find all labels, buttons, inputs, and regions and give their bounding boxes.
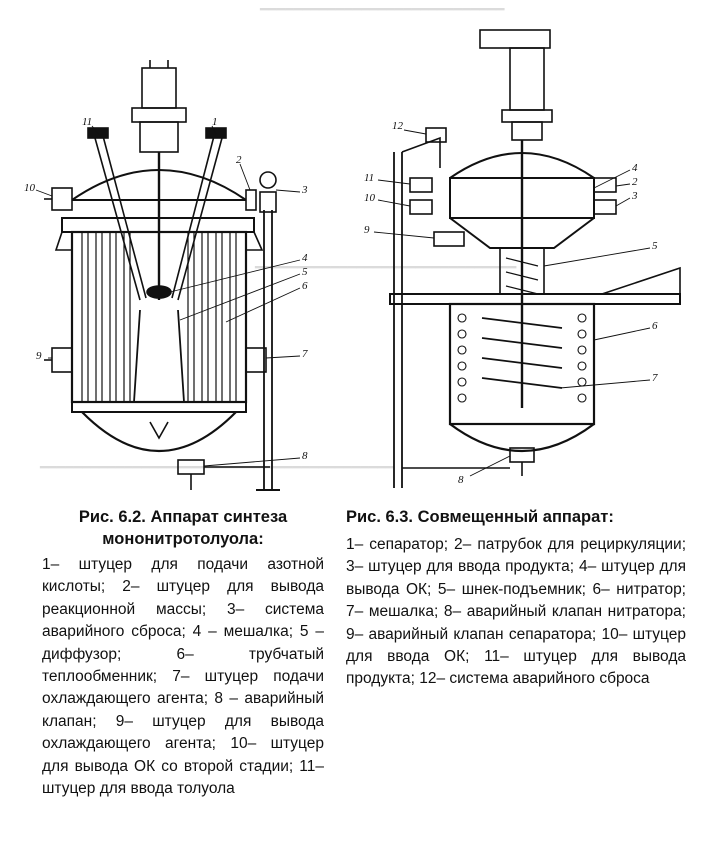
callout-2: 2 — [236, 154, 242, 166]
figure-6-2-legend: 1– штуцер для подачи азотной кислоты; 2–… — [42, 556, 324, 798]
bleed-through-text: ━━━━━━━━━━━━━━━━━━━━━━━━━━━━━━━ — [255, 261, 517, 276]
drive-motor — [509, 47, 545, 111]
figure-6-3-title-text: Совмещенный аппарат: — [417, 508, 614, 526]
callout-5: 5 — [302, 266, 308, 278]
figure-6-3-caption: Рис. 6.3. Совмещенный аппарат: 1– сепара… — [346, 506, 686, 691]
callout-11: 11 — [82, 116, 93, 128]
separator — [449, 177, 595, 219]
coil — [457, 313, 587, 403]
callout-4: 4 — [302, 252, 308, 264]
callout-3: 3 — [632, 190, 638, 202]
callout-4: 4 — [632, 162, 638, 174]
stirrer — [146, 285, 172, 299]
callout-6: 6 — [302, 280, 308, 292]
figure-6-2-label: Рис. 6.2. — [78, 508, 146, 526]
drive-motor — [141, 67, 177, 109]
figure-6-3-label: Рис. 6.3. — [346, 508, 414, 526]
callout-10: 10 — [24, 182, 35, 194]
callout-7: 7 — [302, 348, 308, 360]
figure-6-3-caption-title: Рис. 6.3. Совмещенный аппарат: — [346, 506, 686, 528]
callout-7: 7 — [652, 372, 658, 384]
callout-9: 9 — [364, 224, 370, 236]
figure-6-2-apparatus-drawing: 11 1 10 2 3 4 5 6 9 7 8 — [0, 60, 340, 500]
callout-8: 8 — [302, 450, 308, 462]
callout-12: 12 — [392, 120, 403, 132]
tube-bundle — [81, 232, 237, 402]
callout-2: 2 — [632, 176, 638, 188]
callout-1: 1 — [212, 116, 218, 128]
figure-6-2-caption: Рис. 6.2. Аппарат синтеза мононитротолуо… — [42, 506, 324, 800]
figure-6-2-caption-title: Рис. 6.2. Аппарат синтеза мононитротолуо… — [42, 506, 324, 550]
callout-5: 5 — [652, 240, 658, 252]
figure-6-3-apparatus-drawing: 12 4 2 11 3 10 9 5 6 7 8 — [350, 28, 690, 498]
nitrator — [448, 302, 596, 426]
callout-10: 10 — [364, 192, 375, 204]
callout-8: 8 — [458, 474, 464, 486]
bleed-through-text: ━━━━━━━━━━━━━━━━━━━━━━━━━━━━━ — [260, 3, 505, 18]
stirrer — [481, 317, 563, 389]
callout-11: 11 — [364, 172, 375, 184]
bleed-through-text: ━━━━━━━━━━━━━━━━━━━━━━━━━━━━━━━━━━━━━━━━… — [40, 461, 395, 476]
callout-6: 6 — [652, 320, 658, 332]
diffuser — [133, 309, 185, 403]
figure-6-2-title-text: Аппарат синтеза мононитротолуола: — [102, 508, 288, 548]
callout-9: 9 — [36, 350, 42, 362]
callout-3: 3 — [302, 184, 308, 196]
figure-6-3-legend: 1– сепаратор; 2– патрубок для рециркуляц… — [346, 536, 686, 688]
